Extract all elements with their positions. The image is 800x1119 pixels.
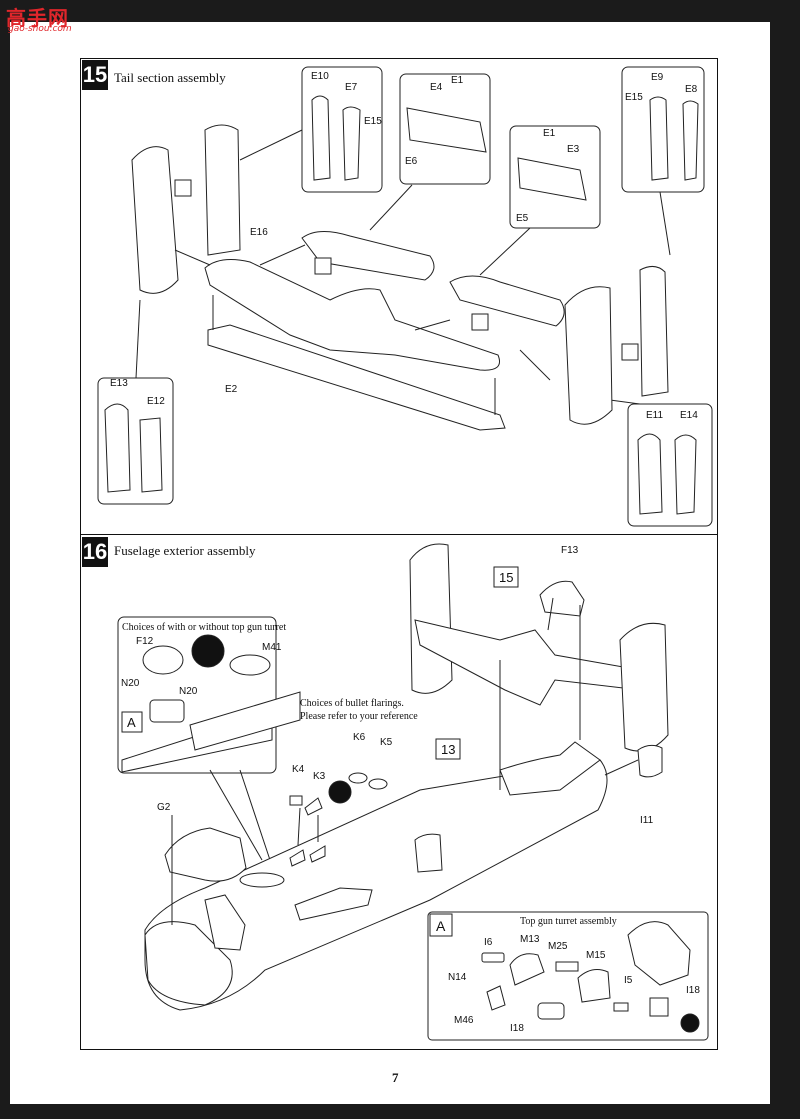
callout-a-turret: A xyxy=(127,715,136,730)
turret-inset-title: Top gun turret assembly xyxy=(520,916,617,927)
ref-box-13-label: 13 xyxy=(441,742,455,757)
part-label: E5 xyxy=(516,213,529,224)
part-label: M41 xyxy=(262,642,282,653)
part-label: E3 xyxy=(567,144,580,155)
part-label: M15 xyxy=(586,950,606,961)
part-label: K6 xyxy=(353,732,366,743)
step-16-number: 16 xyxy=(82,537,108,567)
part-label: E1 xyxy=(451,75,464,86)
part-label: F13 xyxy=(561,545,579,556)
part-label: E14 xyxy=(680,410,698,421)
part-label: E13 xyxy=(110,378,128,389)
ref-box-15-label: 15 xyxy=(499,570,513,585)
part-label: E2 xyxy=(225,384,238,395)
part-label: K4 xyxy=(292,764,305,775)
part-label: E10 xyxy=(311,71,329,82)
step-divider xyxy=(80,534,718,535)
part-label: I11 xyxy=(640,815,654,826)
step-15-title: Tail section assembly xyxy=(114,70,226,85)
part-label: E12 xyxy=(147,396,165,407)
part-label: M13 xyxy=(520,934,540,945)
part-label: E8 xyxy=(685,84,698,95)
part-label: G2 xyxy=(157,802,171,813)
part-label: E15 xyxy=(364,116,382,127)
part-label: I18 xyxy=(686,985,700,996)
callout-a-inset: A xyxy=(436,918,446,934)
part-label: N14 xyxy=(448,972,467,983)
logo-sub-text: gao-shou.com xyxy=(8,24,72,34)
part-label: N20 xyxy=(121,678,140,689)
part-label: M46 xyxy=(454,1015,474,1026)
part-label: E16 xyxy=(250,227,268,238)
ref-box-15 xyxy=(493,566,519,588)
instruction-frame xyxy=(80,58,718,1050)
part-label: I6 xyxy=(484,937,493,948)
turret-choice-note: Choices of with or without top gun turre… xyxy=(122,622,287,633)
part-label: E11 xyxy=(646,410,663,421)
part-label: K3 xyxy=(313,771,326,782)
logo-main-text: 高手网 xyxy=(6,6,69,30)
page-number: 7 xyxy=(392,1070,399,1085)
part-label: E15 xyxy=(625,92,643,103)
part-label: E7 xyxy=(345,82,358,93)
part-label: I18 xyxy=(510,1023,524,1034)
part-label: I5 xyxy=(624,975,633,986)
bullet-note-line1: Choices of bullet flarings. xyxy=(300,698,404,709)
part-label: K5 xyxy=(380,737,393,748)
site-logo: 高手网 gao-shou.com xyxy=(6,2,86,38)
step-16-title: Fuselage exterior assembly xyxy=(114,543,256,558)
part-label: E6 xyxy=(405,156,418,167)
ref-box-13 xyxy=(435,738,461,760)
part-label: F12 xyxy=(136,636,154,647)
step-15-number: 15 xyxy=(82,60,108,90)
part-label: M25 xyxy=(548,941,568,952)
bullet-note-line2: Please refer to your reference xyxy=(300,711,418,722)
part-label: E1 xyxy=(543,128,556,139)
part-label: N20 xyxy=(179,686,198,697)
part-label: E4 xyxy=(430,82,443,93)
part-label: E9 xyxy=(651,72,664,83)
